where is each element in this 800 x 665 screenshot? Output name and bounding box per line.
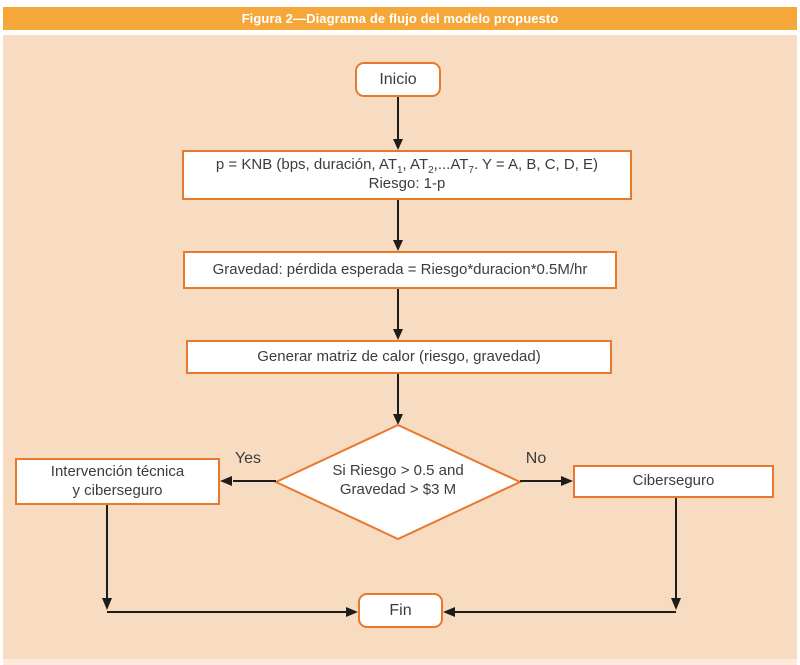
decision-line-1: Si Riesgo > 0.5 and <box>332 462 464 479</box>
no-branch-label: No <box>525 450 547 467</box>
node-matriz-label: Generar matriz de calor (riesgo, graveda… <box>257 347 541 365</box>
node-inicio-label: Inicio <box>379 70 417 88</box>
figure-title: Figura 2—Diagrama de flujo del modelo pr… <box>241 11 559 26</box>
node-ciberseguro-label: Ciberseguro <box>632 472 715 490</box>
node-matriz: Generar matriz de calor (riesgo, graveda… <box>186 340 612 374</box>
formula-line-1: p = KNB (bps, duración, AT1, AT2,...AT7.… <box>215 156 599 177</box>
decision-line-2: Gravedad > $3 M <box>339 480 457 498</box>
node-inicio: Inicio <box>355 62 441 97</box>
node-gravedad: Gravedad: pérdida esperada = Riesgo*dura… <box>183 251 617 289</box>
figure-title-bar: Figura 2—Diagrama de flujo del modelo pr… <box>3 7 797 30</box>
node-formula: p = KNB (bps, duración, AT1, AT2,...AT7.… <box>182 150 632 200</box>
node-intervencion: Intervención técnica y ciberseguro <box>15 458 220 505</box>
canvas-bottom-strip <box>3 659 797 665</box>
node-fin: Fin <box>358 593 443 628</box>
intervencion-line-2: y ciberseguro <box>72 481 163 499</box>
intervencion-line-1: Intervención técnica <box>50 462 185 480</box>
node-gravedad-label: Gravedad: pérdida esperada = Riesgo*dura… <box>212 260 588 278</box>
formula-line-2: Riesgo: 1-p <box>368 175 446 192</box>
node-fin-label: Fin <box>389 601 412 619</box>
yes-branch-label: Yes <box>234 450 262 467</box>
node-ciberseguro: Ciberseguro <box>573 465 774 498</box>
node-decision-text: Si Riesgo > 0.5 and Gravedad > $3 M <box>298 462 498 500</box>
